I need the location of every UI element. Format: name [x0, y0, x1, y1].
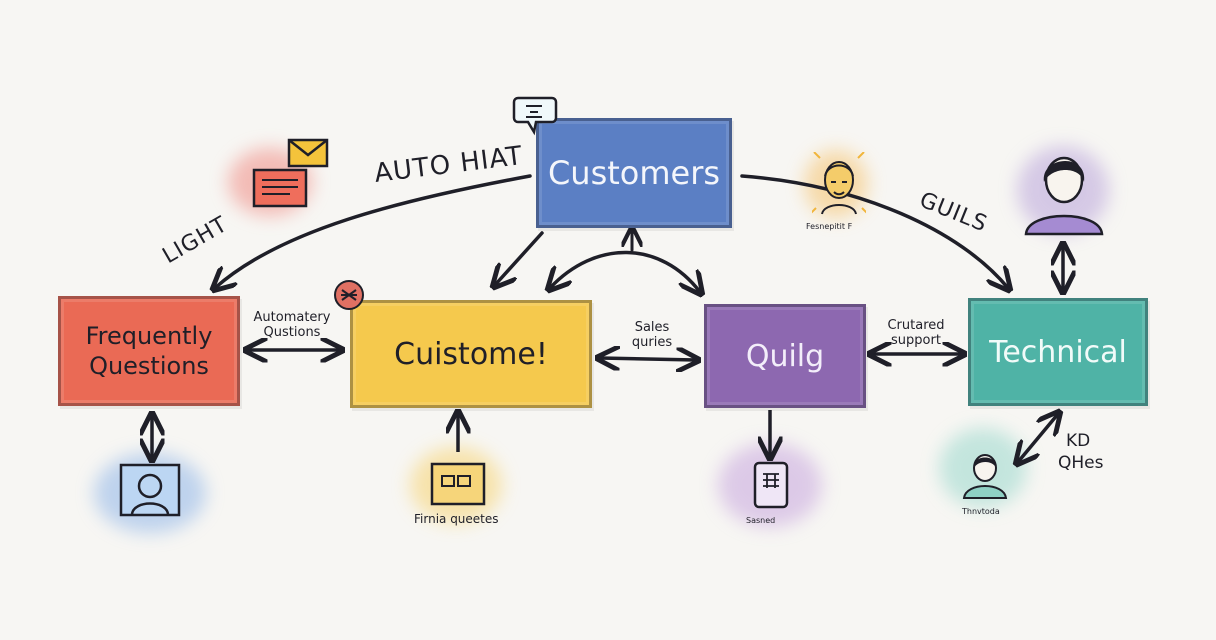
node-technical-label: Technical	[989, 334, 1127, 370]
tablet-icon	[753, 461, 789, 509]
portrait-icon	[119, 463, 181, 517]
arrow-customers-to-customer	[495, 231, 544, 285]
envelope-icon	[287, 138, 329, 168]
node-technical[interactable]: Technical	[968, 298, 1148, 406]
person-icon	[1024, 156, 1104, 236]
label-automatery: Automatery Qustions	[252, 310, 332, 340]
label-sales: Sales quries	[622, 320, 682, 350]
arrow-customer-quilg	[600, 358, 696, 360]
label-sales-line2: quries	[631, 335, 673, 350]
arrow-customers-to-faq	[215, 174, 532, 288]
arrow-customers-to-technical	[740, 174, 1008, 288]
document-icon	[252, 168, 308, 208]
label-kd-line1: KD	[1066, 431, 1091, 451]
chat-bubble-icon	[512, 96, 558, 136]
label-sales-line1: Sales	[634, 320, 670, 335]
node-faq-label: Frequently Questions	[85, 322, 213, 380]
badge-icon	[334, 280, 364, 310]
label-curated: Crutared support	[876, 318, 956, 348]
caption-firma: Firnia queetes	[414, 512, 499, 526]
label-kd-line2: QHes	[1058, 453, 1104, 473]
label-curated-line1: Crutared	[887, 318, 945, 333]
face-icon	[812, 152, 866, 215]
node-customer-label: Cuistome!	[394, 336, 548, 372]
board-icon	[430, 462, 486, 506]
node-quilg-label: Quilg	[745, 338, 825, 374]
node-customers[interactable]: Customers	[536, 118, 732, 228]
label-kd: KD QHes	[1058, 430, 1103, 474]
node-customer[interactable]: Cuistome!	[350, 300, 592, 408]
node-customers-label: Customers	[547, 154, 721, 192]
node-faq[interactable]: Frequently Questions	[58, 296, 240, 406]
label-automatery-line2: Qustions	[263, 325, 321, 340]
arrow-technical-agent	[1018, 414, 1058, 462]
label-automatery-line1: Automatery	[253, 310, 331, 325]
caption-avatar: Fesnepitit F	[806, 222, 853, 231]
arrow-customer-quilg-curve	[550, 250, 700, 292]
label-curated-line2: support	[891, 333, 941, 348]
agent-icon	[962, 454, 1008, 499]
caption-saned: Sasned	[746, 516, 776, 525]
caption-thanks: Thnvtoda	[962, 507, 1000, 516]
node-quilg[interactable]: Quilg	[704, 304, 866, 408]
